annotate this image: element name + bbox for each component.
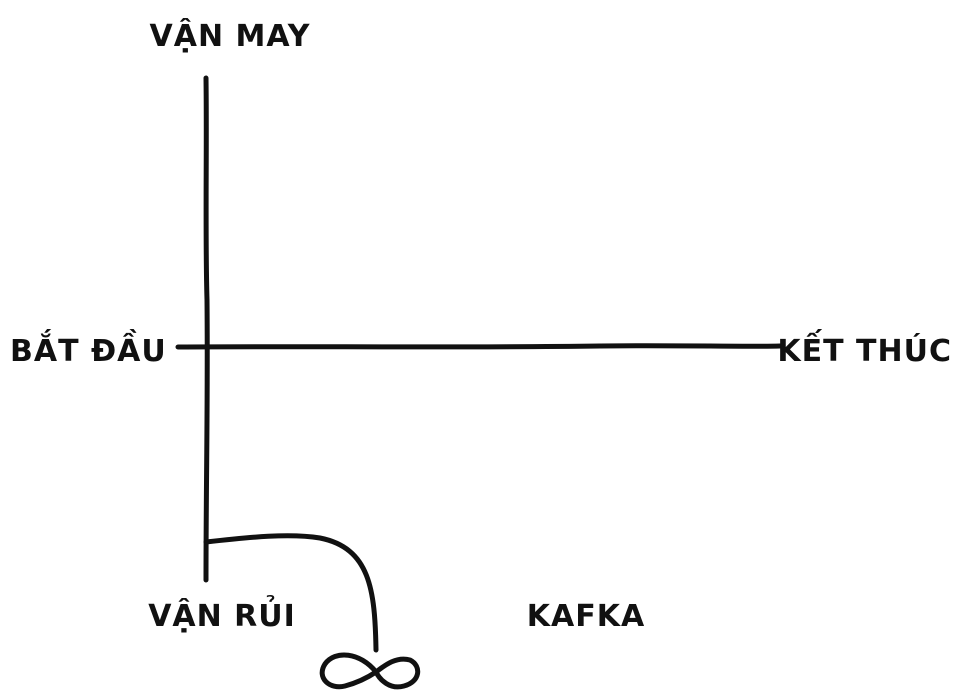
infinity-icon [319,652,421,690]
kafka-story-curve [203,533,379,653]
label-beginning: BẮT ĐẦU [10,329,167,369]
label-end: KẾT THÚC [777,329,952,369]
label-good-fortune: VẬN MAY [150,17,311,54]
label-ill-fortune: VẬN RỦI [148,594,296,634]
horizontal-axis-line [175,343,783,350]
vertical-axis-line [203,75,210,583]
label-kafka: KAFKA [527,599,645,634]
